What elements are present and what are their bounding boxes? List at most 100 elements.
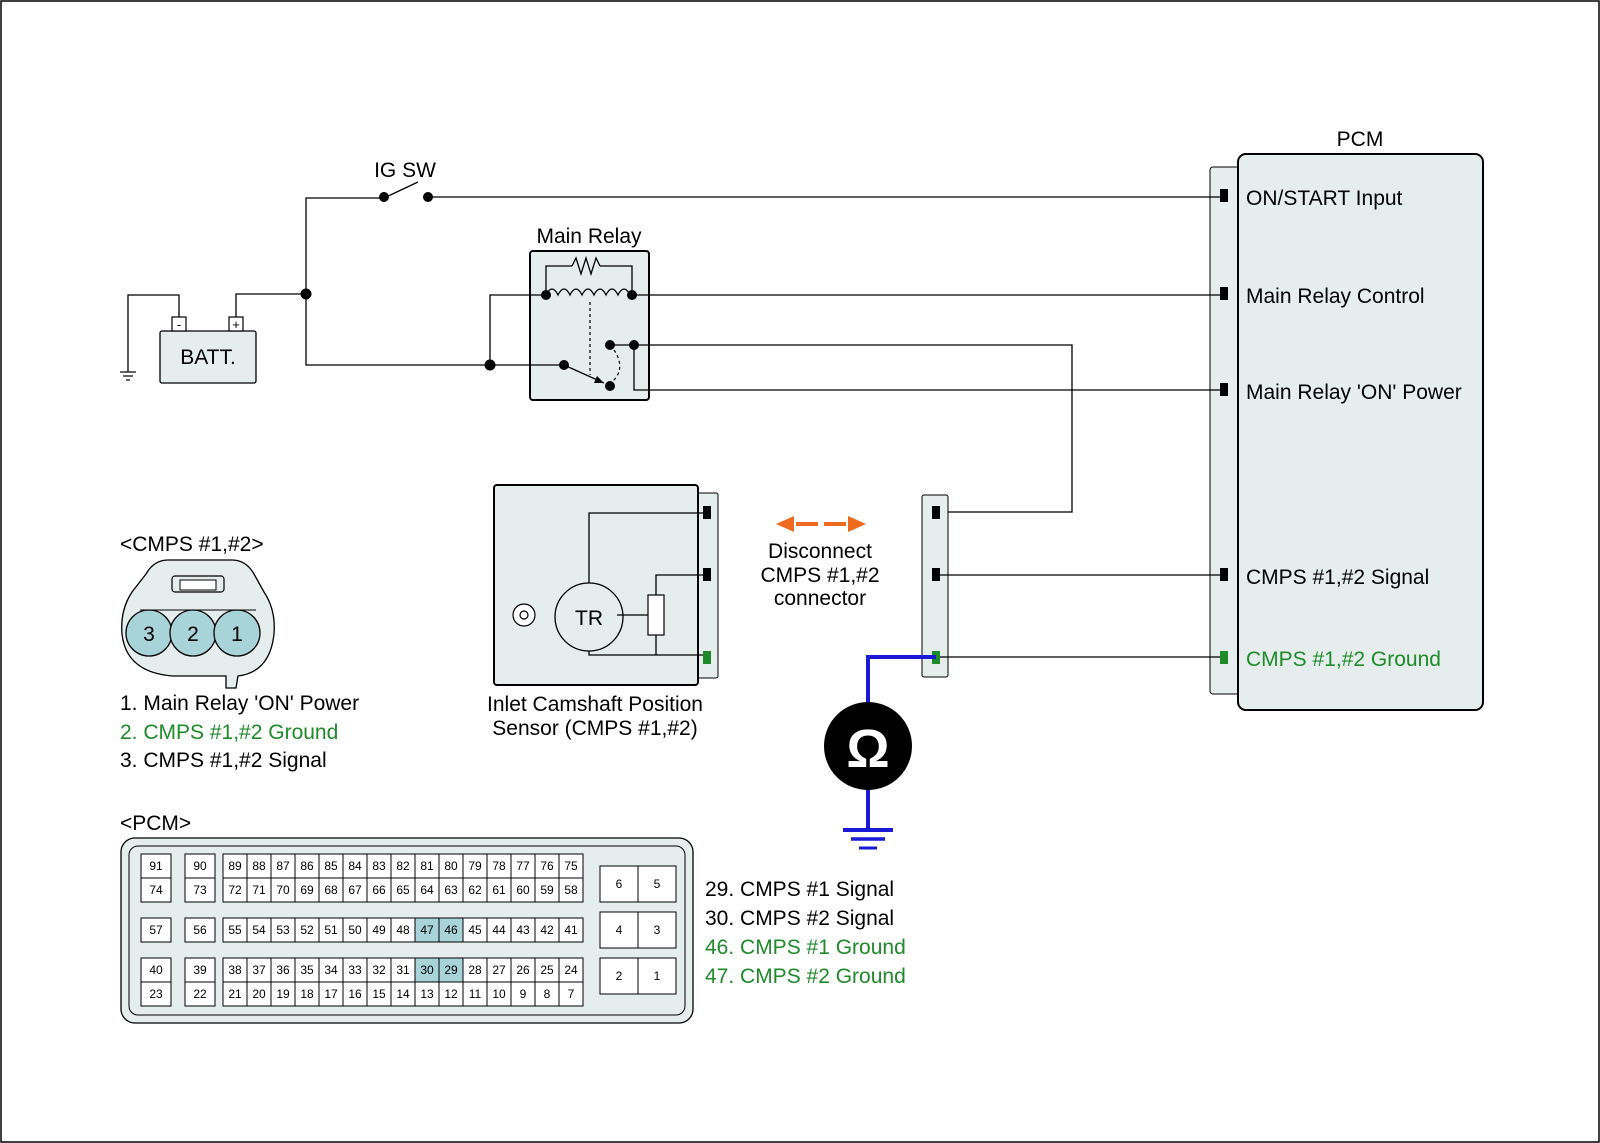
relay-resistor xyxy=(571,255,601,277)
pcm-pin-cell xyxy=(510,853,536,879)
disconnect-line2: CMPS #1,#2 xyxy=(760,564,879,587)
cmps-legend-1: 1. Main Relay 'ON' Power xyxy=(120,692,359,715)
wire-relay-on-power-to-connector xyxy=(634,344,1073,513)
pcm-pin-label: 49 xyxy=(372,923,386,937)
pcm-pin-cell xyxy=(510,877,536,903)
pcm-pin-cell xyxy=(366,917,392,943)
pcm-legend-46: 46. CMPS #1 Ground xyxy=(705,936,906,959)
pcm-pin-label: 23 xyxy=(149,987,163,1001)
battery-ground-wire xyxy=(127,294,180,372)
battery: - + BATT. xyxy=(120,294,257,384)
pcm-pin-label: 38 xyxy=(228,963,242,977)
pcm-pin-cell xyxy=(342,853,368,879)
pcm-pin-cell xyxy=(534,917,560,943)
disconnect-indicator: Disconnect CMPS #1,#2 connector xyxy=(760,516,880,610)
pcm-terminal xyxy=(1220,189,1228,202)
pcm-pin-label: 78 xyxy=(492,859,506,873)
cmps-sensor: TR Inlet Camshaft Position Sensor (CMPS … xyxy=(487,484,719,740)
pcm-pin-label: 30 xyxy=(420,963,434,977)
pcm-pin-label: 72 xyxy=(228,883,242,897)
pcm-title: PCM xyxy=(1337,128,1384,151)
pcm-pin-cell xyxy=(184,917,216,943)
pcm-input-on-start: ON/START Input xyxy=(1246,187,1403,210)
pcm-pin-cell xyxy=(184,877,216,903)
battery-pos-sign: + xyxy=(232,317,240,332)
power-wiring: IG SW xyxy=(235,159,1220,371)
pcm-pin-cell xyxy=(184,981,216,1007)
pcm-pin-cell xyxy=(366,853,392,879)
pcm-pin-cell xyxy=(637,911,677,949)
pcm-pin-cell xyxy=(637,957,677,995)
pcm-pin-label: 32 xyxy=(372,963,386,977)
pcm-pin-cell xyxy=(438,981,464,1007)
pcm-pin-cell xyxy=(342,981,368,1007)
pcm-pin-cell xyxy=(390,877,416,903)
pcm-pin-cell xyxy=(486,981,512,1007)
tr-symbol: TR xyxy=(575,607,603,630)
pcm-pin-label: 29 xyxy=(444,963,458,977)
pcm-pin-cell xyxy=(270,981,296,1007)
pcm-pin-label: 60 xyxy=(516,883,530,897)
relay-coil xyxy=(545,288,631,297)
sensor-caption-line1: Inlet Camshaft Position xyxy=(487,693,703,716)
sensor-connector-strip xyxy=(695,492,719,679)
sensor-magnet-icon xyxy=(512,603,536,627)
sensor-caption-line2: Sensor (CMPS #1,#2) xyxy=(492,717,697,740)
pcm-pin-label: 73 xyxy=(193,883,207,897)
cmps-legend-3: 3. CMPS #1,#2 Signal xyxy=(120,749,327,772)
pcm-pin-cell xyxy=(558,981,584,1007)
pcm-pin-label: 70 xyxy=(276,883,290,897)
pcm-pin-label: 50 xyxy=(348,923,362,937)
pcm-pin-cell xyxy=(140,981,172,1007)
pcm-pin-cell xyxy=(140,917,172,943)
pcm-pin-cell xyxy=(558,917,584,943)
pcm-pin-label: 47 xyxy=(420,923,434,937)
pcm-pin-label: 35 xyxy=(300,963,314,977)
meter-wire-top xyxy=(866,655,936,704)
pcm-pin-label: 43 xyxy=(516,923,530,937)
cmps-pin-label: 1 xyxy=(231,623,243,646)
pcm-pin-label: 41 xyxy=(564,923,578,937)
pcm-pin-label: 79 xyxy=(468,859,482,873)
pcm-pin-label: 64 xyxy=(420,883,434,897)
pcm-pin-cell xyxy=(222,877,248,903)
pcm-pin-label: 11 xyxy=(469,987,482,1001)
pcm-pin-cell xyxy=(390,917,416,943)
pcm-pin-label: 84 xyxy=(348,859,362,873)
pcm-pin-cell xyxy=(342,957,368,983)
pcm-connector-title: <PCM> xyxy=(120,812,191,835)
pcm-box xyxy=(1237,153,1484,711)
pcm-pin-label: 89 xyxy=(228,859,242,873)
pcm-pin-cell xyxy=(222,981,248,1007)
pcm-pin-cell xyxy=(390,957,416,983)
pcm-pin-label: 31 xyxy=(396,963,410,977)
pcm-pin-label: 53 xyxy=(276,923,290,937)
pcm-terminal-ground xyxy=(1220,651,1228,664)
pcm-pin-label: 33 xyxy=(348,963,362,977)
pcm-pin-cell xyxy=(599,911,639,949)
battery-body xyxy=(159,330,257,384)
pcm-pin-label: 34 xyxy=(324,963,338,977)
ohmmeter-icon xyxy=(824,702,912,790)
pcm-pin-cell xyxy=(558,877,584,903)
pcm-input-main-relay-control: Main Relay Control xyxy=(1246,285,1425,308)
pcm-pin-label: 20 xyxy=(252,987,266,1001)
ohmmeter: Ω xyxy=(824,655,936,850)
pcm-pin-label: 13 xyxy=(420,987,434,1001)
pcm-pin-label: 56 xyxy=(193,923,207,937)
pcm-pin-label: 21 xyxy=(228,987,242,1001)
cmps-pin-label: 3 xyxy=(143,623,155,646)
disconnect-line3: connector xyxy=(774,587,866,610)
pcm-pin-label: 54 xyxy=(252,923,266,937)
pcm-connector-strip xyxy=(1209,166,1241,695)
pcm-pin-label: 51 xyxy=(324,923,338,937)
pcm-pin-cell xyxy=(184,957,216,983)
pcm-pin-cell xyxy=(414,853,440,879)
battery-neg-sign: - xyxy=(177,317,181,332)
pcm-pin-cell xyxy=(246,981,272,1007)
main-relay-label: Main Relay xyxy=(536,225,642,248)
pcm-pin-cell xyxy=(438,877,464,903)
pcm-pin-cell xyxy=(390,981,416,1007)
pcm-pin-label: 80 xyxy=(444,859,458,873)
